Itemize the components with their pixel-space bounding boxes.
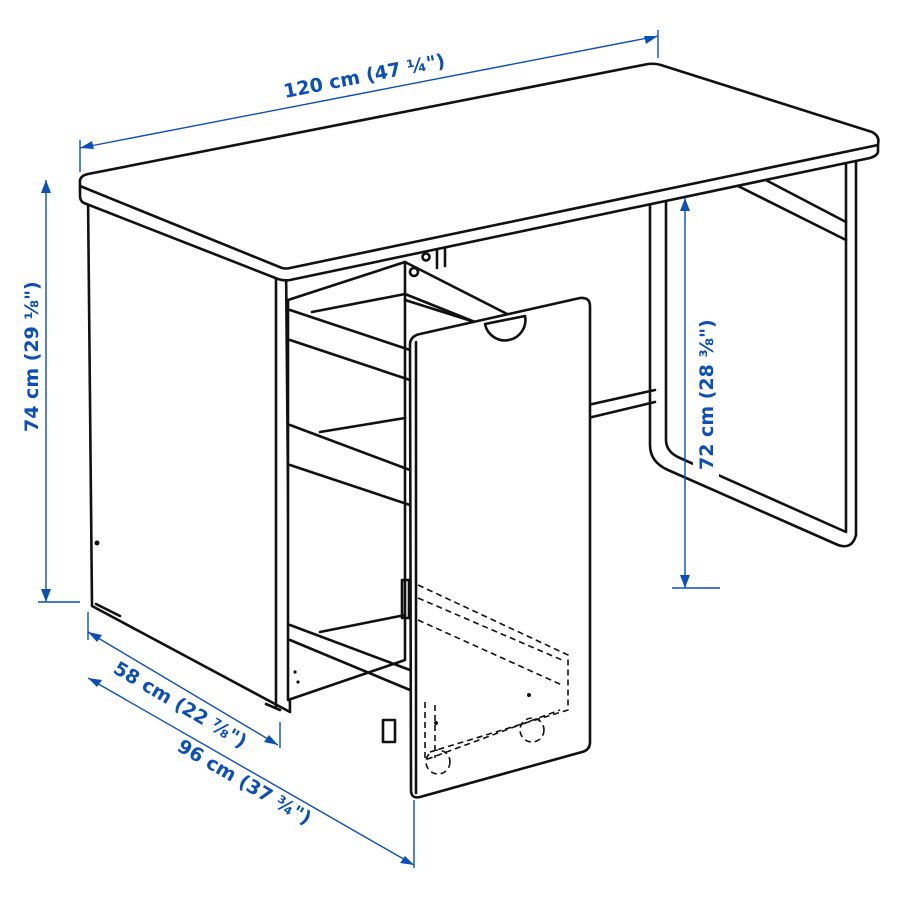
drawer-front bbox=[400, 296, 592, 799]
drawer-handle-cutout bbox=[483, 314, 527, 342]
dimension-total-height: 74 cm (29 ⅛") bbox=[21, 180, 80, 603]
castor-wheel-icon bbox=[519, 717, 545, 743]
right-frame-leg bbox=[648, 158, 858, 548]
screw-hole-icon bbox=[421, 252, 431, 262]
rear-crossbar bbox=[586, 388, 657, 420]
width-label: 120 cm (47 ¼") bbox=[282, 50, 447, 103]
dimension-knee-clearance: 72 cm (28 ⅜") bbox=[672, 198, 720, 589]
tabletop bbox=[78, 62, 880, 282]
dimension-depth-extended: 96 cm (37 ¾") bbox=[87, 677, 415, 868]
castor-wheel-icon bbox=[425, 749, 451, 775]
drawer-runner-stop bbox=[381, 718, 397, 744]
drawer-carcass bbox=[286, 246, 517, 744]
screw-hole-icon bbox=[408, 266, 420, 278]
depth-extended-label: 96 cm (37 ¾") bbox=[174, 735, 316, 829]
total-height-label: 74 cm (29 ⅛") bbox=[21, 281, 43, 432]
knee-clearance-label: 72 cm (28 ⅜") bbox=[696, 319, 718, 470]
